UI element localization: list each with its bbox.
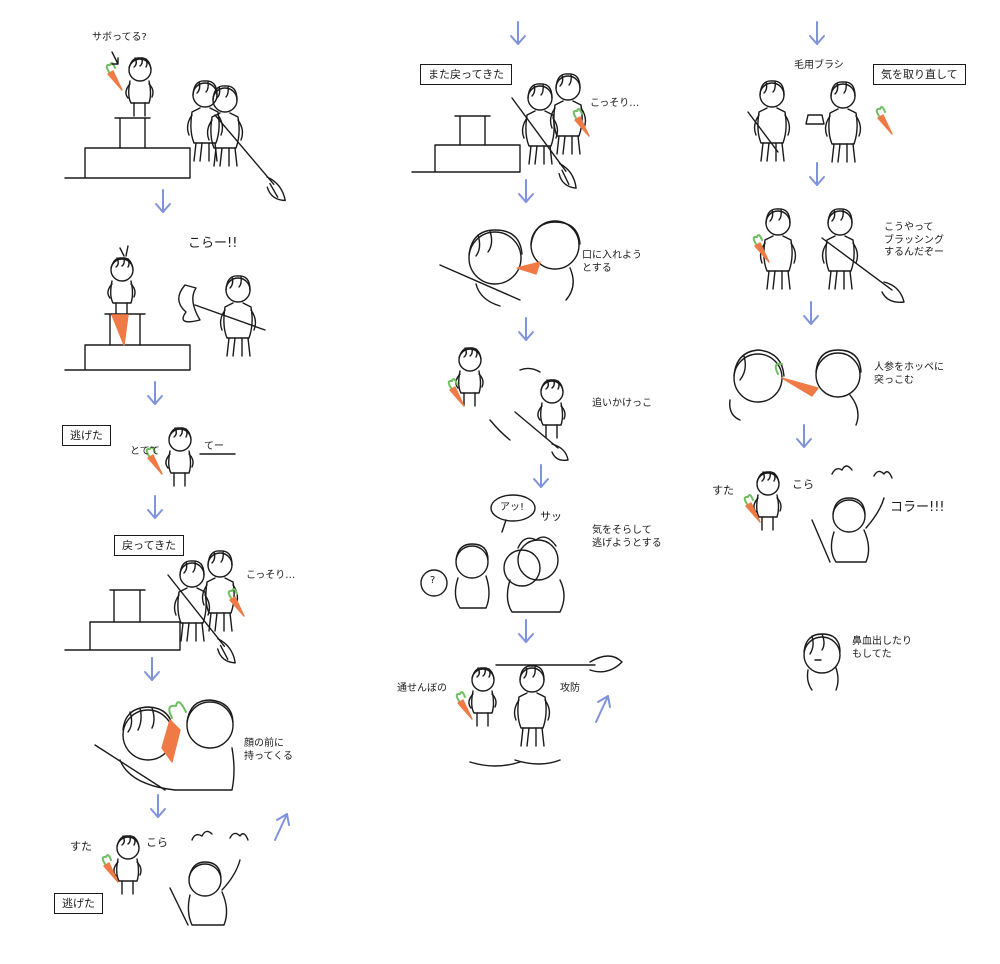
c1-panel1-sketch [64,51,299,202]
c2-p1-sfx: こっそり… [590,98,640,109]
c2-p3-note: 追いかけっこ [592,398,652,409]
c3-panel4-sketch [743,465,893,563]
c2-p4-sfx: サッ [540,510,562,523]
c1-p6-caption: 逃げた [54,893,103,915]
c3-p4-sfx-b: こら [792,478,814,491]
c2-panel3-sketch [447,347,569,462]
c3-p4-shout: コラー!!! [890,500,945,515]
c1-p6-sfx-b: こら [146,836,168,849]
c3-p1-caption: 気を取り直して [873,64,966,86]
c2-panel4-sketch [420,494,565,613]
c2-p1-caption: また戻ってきた [420,64,513,86]
c1-panel6-sketch [101,830,249,926]
c3-p2-note: こうやって ブラッシング するんだぞー [884,222,944,258]
c1-panel3-sketch [145,427,236,487]
c1-p2-shout: こらー!! [188,236,238,251]
c1-p5-note: 顔の前に 持ってくる [244,738,293,762]
c1-p3-sfx-a: とてて [130,446,160,457]
c2-p4-question: ? [430,575,436,586]
c1-panel5-sketch [94,699,235,791]
c1-p6-sfx-a: すた [70,840,92,853]
c1-p3-caption: 逃げた [62,425,111,447]
c2-p4-speech: アッ! [500,502,525,513]
c1-p1-question: サボってる? [92,32,147,43]
c2-p2-note: 口に入れよう とする [582,250,642,274]
c2-p5-right: 攻防 [560,683,580,694]
c3-panel2-sketch [752,208,905,303]
c3-p5-note: 鼻血出したり もしてた [852,636,912,660]
c3-panel3-sketch [729,349,862,426]
c2-panel2-sketch [439,220,581,307]
c1-p3-sfx-b: てー [204,441,224,452]
c2-panel5-sketch [455,655,623,767]
c2-p4-note: 気をそらして 逃げようとする [592,525,662,549]
c1-p4-sfx: こっそり… [246,570,296,581]
c1-panel2-sketch [64,245,266,371]
c3-p1-label: 毛用ブラシ [794,60,844,71]
c3-panel5-sketch [803,633,841,691]
c3-p4-sfx-a: すた [712,484,734,497]
c2-panel1-sketch [411,73,595,190]
c1-panel4-sketch [64,550,251,664]
c1-p4-caption: 戻ってきた [114,535,185,557]
c2-p5-left: 通せんぼの [397,683,447,694]
c3-panel1-sketch [747,80,893,163]
c3-p3-note: 人参をホッペに 突っこむ [874,362,944,386]
